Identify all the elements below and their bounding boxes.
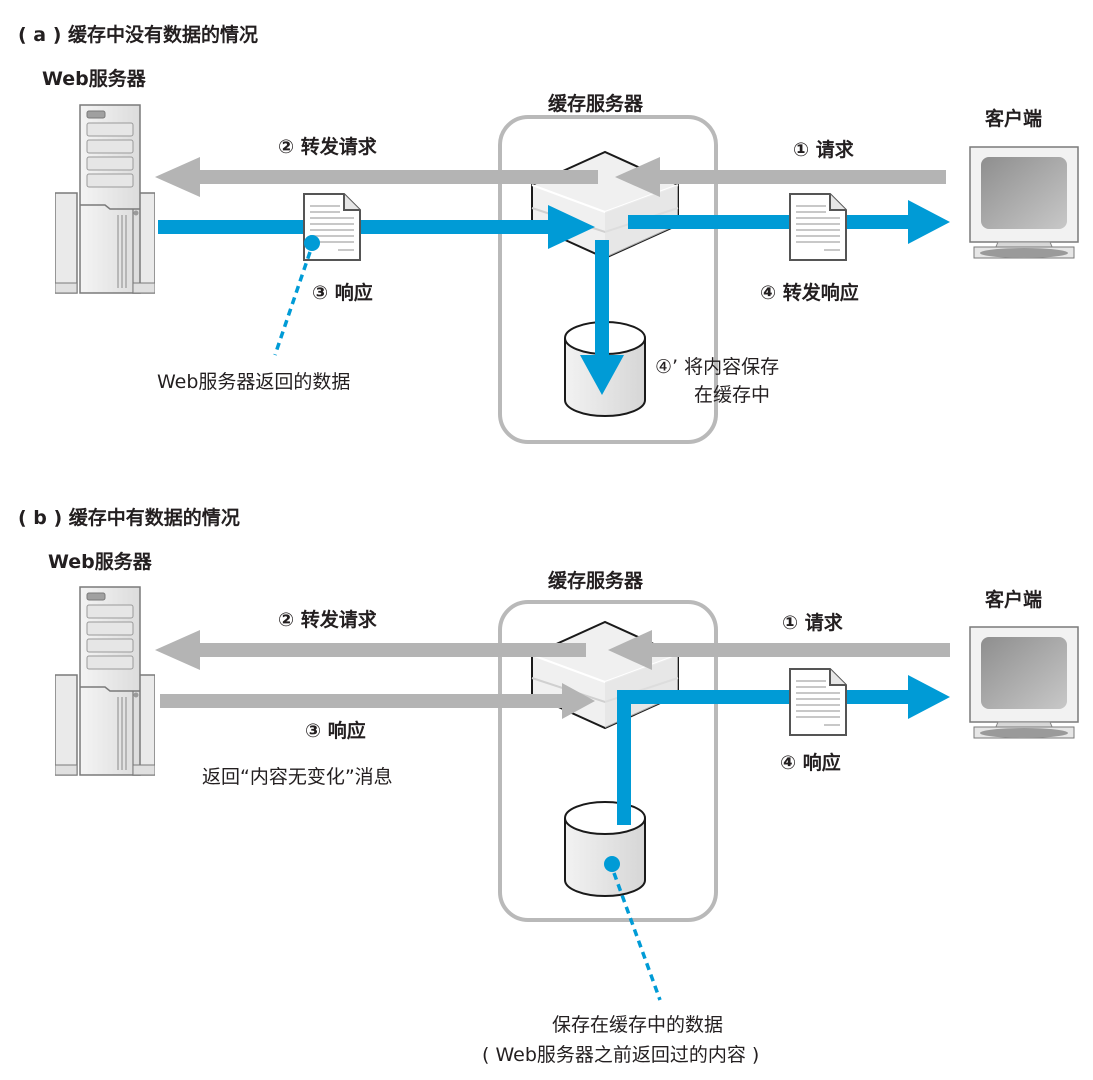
cache-server-label: 缓存服务器: [548, 570, 644, 592]
data-marker: [304, 235, 320, 251]
request-arrow: [615, 157, 946, 197]
web-server-label: Web服务器: [42, 68, 146, 90]
cache-storage-icon: [564, 801, 646, 897]
panel-a: [55, 104, 1079, 444]
forward-request-arrow: [155, 630, 586, 670]
response-arrow: [158, 205, 595, 249]
cache-server-label: 缓存服务器: [548, 93, 644, 115]
request-arrow: [608, 630, 950, 670]
step4p-label-line2: 在缓存中: [694, 384, 771, 406]
step3-label: ③ 响应: [312, 282, 373, 304]
client-label: 客户端: [985, 589, 1043, 611]
store-to-cache-arrow: [580, 240, 624, 395]
step4p-label-line1: ④’ 将内容保存: [655, 356, 780, 378]
forwarded-document-icon: [789, 193, 847, 261]
data-note: Web服务器返回的数据: [157, 371, 351, 393]
data-leader-line: [273, 251, 312, 356]
step2-label: ② 转发请求: [278, 609, 377, 631]
step4-label: ④ 转发响应: [760, 282, 859, 304]
step1-label: ① 请求: [793, 139, 854, 161]
web-server-icon: [55, 586, 155, 776]
cache-server-frame: [498, 600, 718, 922]
step3-note: 返回“内容无变化”消息: [202, 766, 393, 788]
client-label: 客户端: [985, 108, 1043, 130]
cached-data-note-line2: ( Web服务器之前返回过的内容 ): [482, 1044, 760, 1066]
client-icon: [969, 146, 1079, 259]
client-icon: [969, 626, 1079, 739]
step3-label: ③ 响应: [305, 720, 366, 742]
web-server-icon: [55, 104, 155, 294]
panel-b: [55, 586, 1079, 1001]
step2-label: ② 转发请求: [278, 136, 377, 158]
panel-b-title: ( b ) 缓存中有数据的情况: [18, 507, 240, 529]
step1-label: ① 请求: [782, 612, 843, 634]
cached-data-marker: [604, 856, 620, 872]
panel-a-title: ( a ) 缓存中没有数据的情况: [18, 24, 259, 46]
step4-label: ④ 响应: [780, 752, 841, 774]
not-modified-response-arrow: [160, 683, 595, 719]
forward-request-arrow: [155, 157, 598, 197]
web-server-label: Web服务器: [48, 551, 152, 573]
cached-data-note-line1: 保存在缓存中的数据: [552, 1014, 724, 1036]
cache-server-icon: [531, 621, 679, 729]
cache-server-frame: [498, 115, 718, 444]
cached-data-leader-line: [612, 872, 662, 1001]
response-document-icon: [789, 668, 847, 736]
